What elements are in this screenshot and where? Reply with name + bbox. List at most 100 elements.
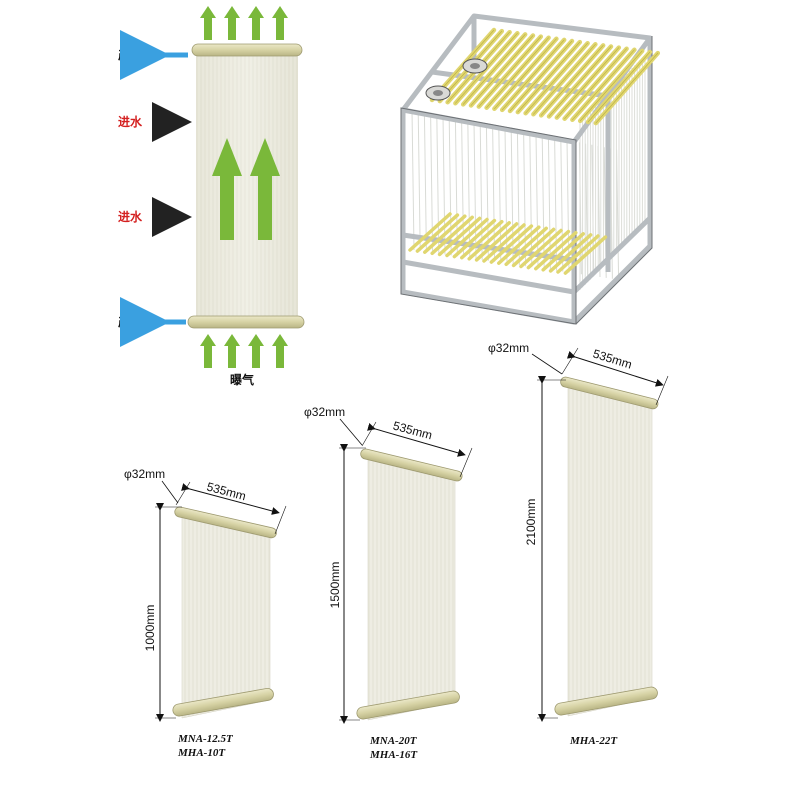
module-small-width-ext-right xyxy=(274,505,287,535)
outlet-top-label: 产水 xyxy=(118,47,143,62)
module-medium-bottom-header xyxy=(356,690,460,720)
rack-bottom-pipe xyxy=(541,232,585,272)
rack-bottom-pipe xyxy=(415,213,460,253)
rack-fiber xyxy=(417,111,421,251)
rack-bottom-pipe xyxy=(467,221,511,261)
rack-top-pipe-edge xyxy=(572,49,635,121)
module-medium-width-label: 535mm xyxy=(391,419,433,443)
module-medium-width-ext-left xyxy=(361,421,377,447)
rack-bottom-pipe xyxy=(474,222,519,262)
rack-fiber xyxy=(535,133,539,269)
module-large: 2100mm 535mm φ32mm MHA-22T xyxy=(488,341,669,747)
module-small-shade xyxy=(182,515,270,718)
rack-fiber xyxy=(566,139,570,273)
membrane-rack-assembly xyxy=(400,13,661,325)
rack-top-pipe-edge xyxy=(548,46,612,117)
module-small-model-1: MNA-12.5T xyxy=(177,733,234,745)
module-small-model-2: MHA-10T xyxy=(177,747,226,759)
rack-bottom-pipe xyxy=(497,225,541,265)
rack-top-pipe-edge xyxy=(556,47,620,118)
rack-bottom-pipe xyxy=(408,212,452,252)
rack-bottom-pipe xyxy=(504,226,548,267)
module-small-width-label: 535mm xyxy=(205,479,247,503)
rack-fiber xyxy=(454,118,458,257)
flow-diagram: 产水 进水 进水 产水 曝气 xyxy=(118,6,305,387)
module-small-diameter-label: φ32mm xyxy=(124,467,165,481)
module-large-height-label: 2100mm xyxy=(524,499,538,546)
rack-top-pipe-edge xyxy=(462,34,526,105)
rack-top-pipe-edge xyxy=(540,45,604,116)
rack-bottom-pipe xyxy=(526,229,571,270)
rack-bottom-pipe xyxy=(430,215,474,256)
rack-top-pipe-edge xyxy=(595,52,659,124)
top-flow-arrows xyxy=(200,6,288,40)
module-medium-top-header xyxy=(360,448,463,482)
flow-membrane-fibers xyxy=(196,52,298,320)
rack-fiber xyxy=(616,149,620,280)
rack-top-pipe-edge xyxy=(501,39,565,111)
rack-top-pipe-edge xyxy=(517,41,581,113)
rack-fiber xyxy=(411,109,415,251)
aeration-arrow xyxy=(224,334,240,368)
module-small-width-dim xyxy=(181,483,280,515)
rack-bottom-pipe xyxy=(519,228,563,269)
rack-top-pipe-edge xyxy=(579,50,643,122)
rack-fiber xyxy=(523,131,527,267)
rack-bottom-pipe xyxy=(534,230,578,271)
module-medium-model-1: MNA-20T xyxy=(369,735,418,747)
module-small-width-ext-left xyxy=(175,481,191,506)
rack-bottom-pipe xyxy=(460,219,504,260)
rack-top-pipe-edge xyxy=(509,40,573,112)
inlet-lower-label: 进水 xyxy=(118,209,143,224)
top-flow-arrow xyxy=(200,6,216,40)
aeration-arrows xyxy=(200,334,288,368)
aeration-label: 曝气 xyxy=(230,372,254,387)
rack-top-pipe-edge xyxy=(564,48,627,120)
rack-bottom-pipe xyxy=(548,233,593,273)
top-flow-arrow xyxy=(248,6,264,40)
rack-top-pipe-edge xyxy=(486,37,549,109)
module-small-bottom-header xyxy=(172,688,274,717)
module-small-diameter-leader xyxy=(161,480,179,504)
module-medium-model-2: MHA-16T xyxy=(369,749,418,761)
rack-top-pipe-edge xyxy=(494,38,557,110)
rack-fiber xyxy=(479,123,483,260)
rack-top-pipe-edge xyxy=(470,35,534,106)
top-flow-arrow xyxy=(224,6,240,40)
top-flow-arrow xyxy=(272,6,288,40)
rack-bottom-pipe xyxy=(482,223,526,263)
aeration-arrow xyxy=(248,334,264,368)
module-medium-height-label: 1500mm xyxy=(328,562,342,609)
module-large-model-1: MHA-22T xyxy=(569,735,618,747)
module-large-diameter-leader xyxy=(531,353,563,375)
module-large-width-ext-right xyxy=(655,375,669,406)
module-large-shade xyxy=(568,385,652,716)
rack-fiber xyxy=(560,138,564,272)
module-large-width-label: 535mm xyxy=(591,347,633,372)
rack-fiber xyxy=(423,112,427,252)
aeration-arrow xyxy=(200,334,216,368)
module-large-bottom-header xyxy=(554,686,658,716)
module-small: 1000mm 535mm φ32mm MNA-12.5T MHA-10T xyxy=(124,467,287,759)
module-small-height-label: 1000mm xyxy=(143,605,157,652)
rack-fiber xyxy=(485,124,489,261)
rack-fiber xyxy=(492,125,496,262)
module-medium-diameter-leader xyxy=(339,418,363,446)
aeration-arrow xyxy=(272,334,288,368)
module-medium-shade xyxy=(368,457,455,720)
module-large-width-dim xyxy=(566,350,664,387)
rack-bottom-pipe xyxy=(489,224,534,264)
rack-fiber xyxy=(448,117,452,256)
inlet-upper-label: 进水 xyxy=(118,114,143,129)
rack-bottom-headers xyxy=(408,212,608,275)
rack-fiber xyxy=(498,126,502,263)
module-medium-diameter-label: φ32mm xyxy=(304,405,345,419)
rack-bottom-pipe xyxy=(511,227,556,268)
rack-top-pipe-edge xyxy=(525,42,588,114)
module-large-diameter-label: φ32mm xyxy=(488,341,529,355)
rack-top-pipe-edge xyxy=(587,51,651,123)
rack-bottom-pipe xyxy=(563,235,608,275)
rack-top-pipe-edge xyxy=(478,36,542,107)
rack-bottom-pipe xyxy=(437,216,482,257)
module-medium-width-ext-right xyxy=(459,447,473,478)
